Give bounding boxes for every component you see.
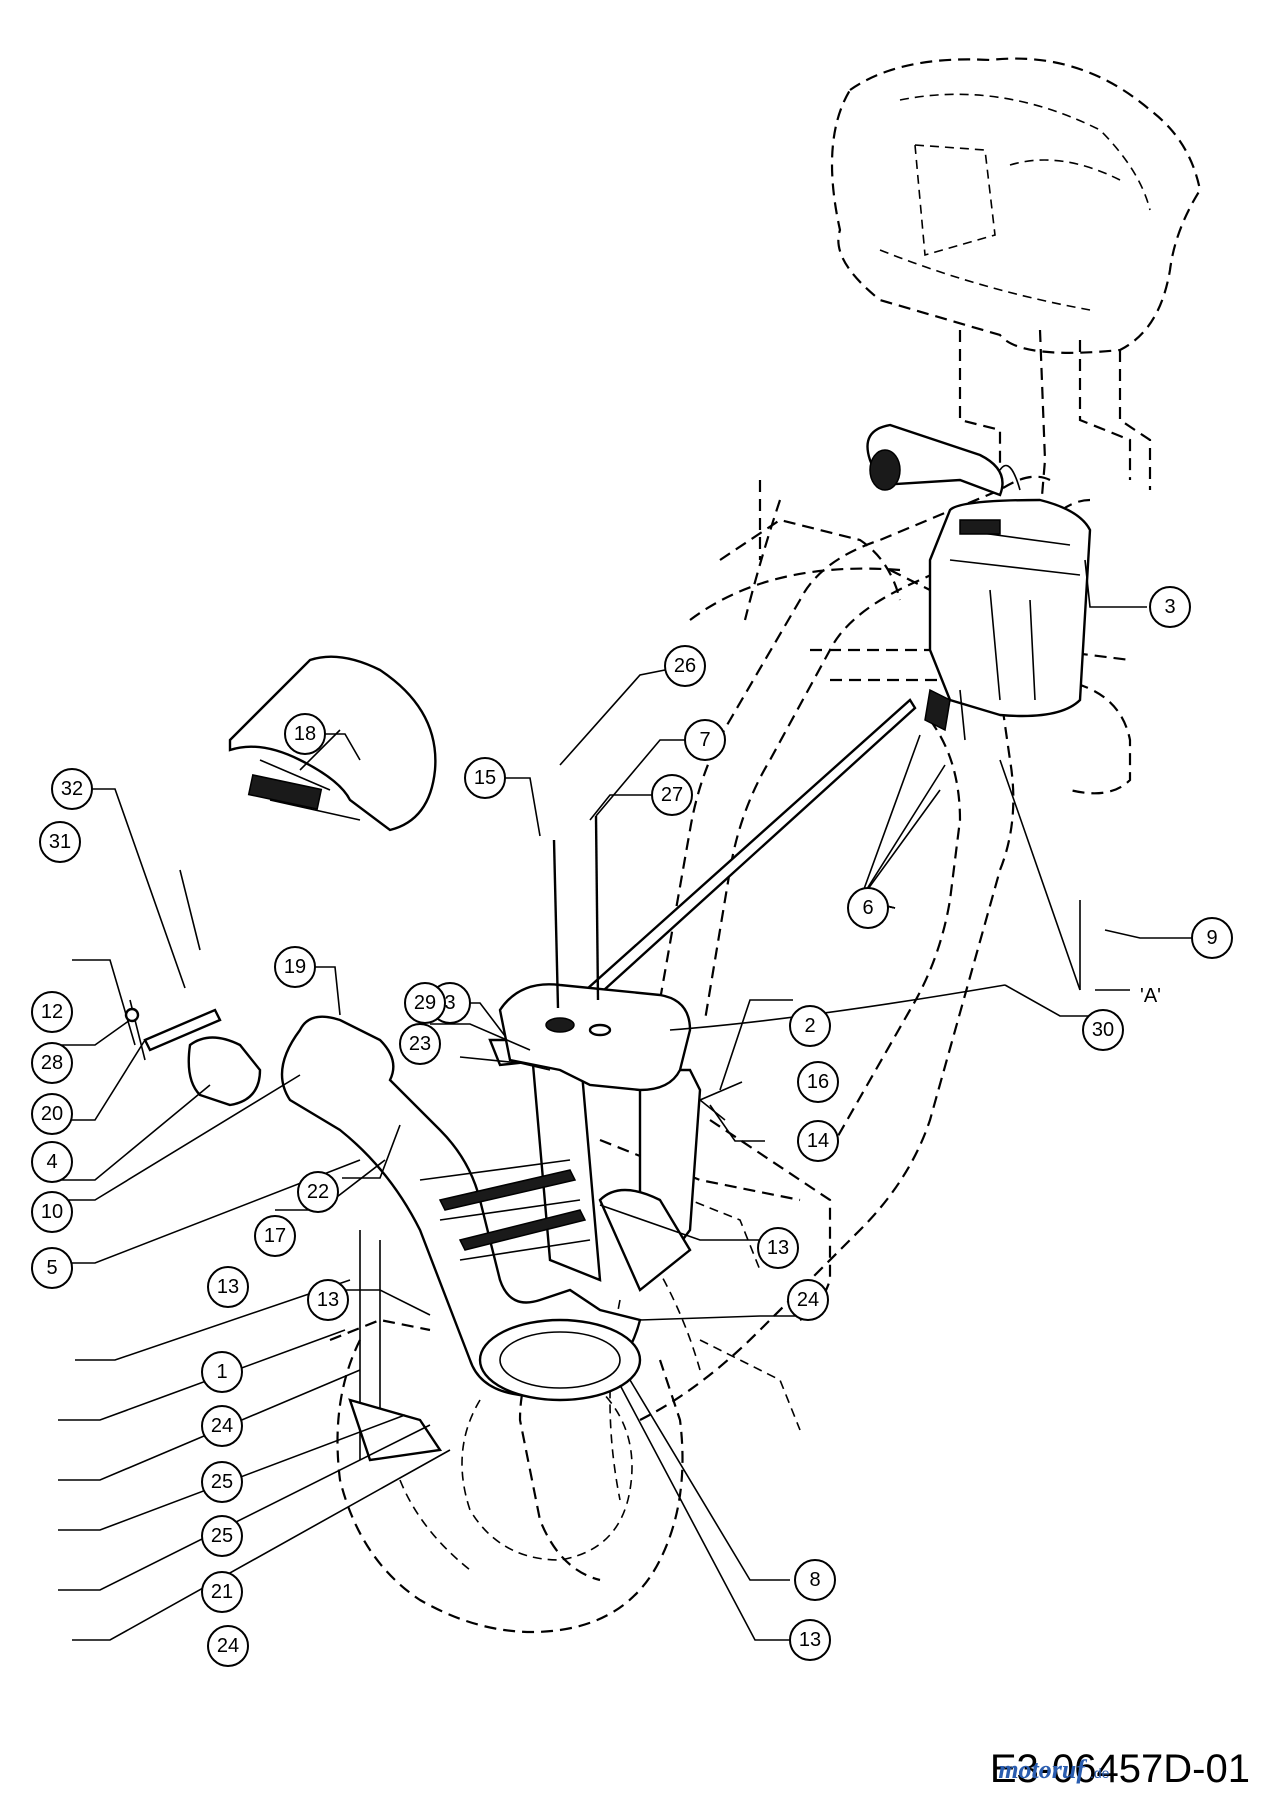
- callout-label: 16: [807, 1071, 829, 1093]
- callout-label: 14: [807, 1130, 829, 1152]
- callout-22: 22: [297, 1171, 339, 1213]
- discharge-chute: [124, 815, 1006, 1462]
- callout-26: 26: [664, 645, 706, 687]
- callout-label: 5: [46, 1257, 57, 1279]
- callout-16: 16: [797, 1061, 839, 1103]
- callout-label: 15: [474, 767, 496, 789]
- callout-label: 24: [217, 1635, 239, 1657]
- callout-14: 14: [797, 1120, 839, 1162]
- callout-label: 4: [46, 1151, 57, 1173]
- callout-29: 29: [404, 982, 446, 1024]
- callout-label: 7: [699, 729, 710, 751]
- callout-label: 25: [211, 1471, 233, 1493]
- callout-31: 31: [39, 821, 81, 863]
- callout-5: 5: [31, 1247, 73, 1289]
- callout-label: 13: [767, 1237, 789, 1259]
- callout-label: 32: [61, 778, 83, 800]
- callout-label: 22: [307, 1181, 329, 1203]
- callout-7: 7: [684, 719, 726, 761]
- callout-label: 30: [1092, 1019, 1114, 1041]
- callout-4: 4: [31, 1141, 73, 1183]
- callout-label: 6: [862, 897, 873, 919]
- callout-24-left-a: 24: [201, 1405, 243, 1447]
- callout-label: 26: [674, 655, 696, 677]
- callout-21: 21: [201, 1571, 243, 1613]
- callout-label: 10: [41, 1201, 63, 1223]
- chute-deflector: [228, 655, 437, 832]
- callout-label: 13: [799, 1629, 821, 1651]
- control-assembly: [528, 423, 1092, 1050]
- callout-24-left-b: 24: [207, 1625, 249, 1667]
- watermark-tld: .de: [1090, 1765, 1110, 1781]
- leader-lines: [55, 559, 1192, 1641]
- callout-25-b: 25: [201, 1515, 243, 1557]
- callout-label: 21: [211, 1581, 233, 1603]
- callout-23: 23: [399, 1023, 441, 1065]
- callout-1: 1: [201, 1351, 243, 1393]
- callout-label: 13: [317, 1289, 339, 1311]
- callout-label: 25: [211, 1525, 233, 1547]
- callout-label: 18: [294, 723, 316, 745]
- callout-17: 17: [254, 1215, 296, 1257]
- callout-label: 20: [41, 1103, 63, 1125]
- callout-3-top: 3: [1149, 586, 1191, 628]
- watermark-brand: motoruf: [998, 1755, 1087, 1784]
- callout-label: 8: [809, 1569, 820, 1591]
- callout-15: 15: [464, 757, 506, 799]
- callout-13-right: 13: [757, 1227, 799, 1269]
- callout-24-right: 24: [787, 1279, 829, 1321]
- callout-25-a: 25: [201, 1461, 243, 1503]
- callout-10: 10: [31, 1191, 73, 1233]
- callout-20: 20: [31, 1093, 73, 1135]
- callout-6: 6: [847, 887, 889, 929]
- callout-label: 27: [661, 784, 683, 806]
- callout-2: 2: [789, 1005, 831, 1047]
- callout-label: 3: [1164, 596, 1175, 618]
- callout-13-bottom: 13: [789, 1619, 831, 1661]
- callout-9: 9: [1191, 917, 1233, 959]
- callout-label: 24: [211, 1415, 233, 1437]
- callout-12: 12: [31, 991, 73, 1033]
- callout-label: 1: [216, 1361, 227, 1383]
- callout-30: 30: [1082, 1009, 1124, 1051]
- callout-18: 18: [284, 713, 326, 755]
- callout-32: 32: [51, 768, 93, 810]
- diagram-code: E3-06457D-01: [990, 1747, 1250, 1791]
- callouts: 3 26 7 18 15 27 32 6 9 31 3 30 12 19 29 …: [31, 586, 1233, 1667]
- callout-label: 13: [217, 1276, 239, 1298]
- callout-label: 3: [444, 992, 455, 1014]
- callout-label: 2: [804, 1015, 815, 1037]
- callout-label: 28: [41, 1052, 63, 1074]
- callout-label: 31: [49, 831, 71, 853]
- callout-label: 12: [41, 1001, 63, 1023]
- callout-label: 29: [414, 992, 436, 1014]
- callout-label: 17: [264, 1225, 286, 1247]
- callout-8: 8: [794, 1559, 836, 1601]
- callout-label: 9: [1206, 927, 1217, 949]
- callout-13-left-b: 13: [307, 1279, 349, 1321]
- callout-19: 19: [274, 946, 316, 988]
- watermark-logo: motoruf .de: [998, 1755, 1109, 1784]
- callout-27: 27: [651, 774, 693, 816]
- callout-13-left-a: 13: [207, 1266, 249, 1308]
- callout-label: 19: [284, 956, 306, 978]
- callout-28: 28: [31, 1042, 73, 1084]
- callout-label: 23: [409, 1033, 431, 1055]
- callout-label: 24: [797, 1289, 819, 1311]
- reference-label-a: 'A': [1140, 985, 1161, 1007]
